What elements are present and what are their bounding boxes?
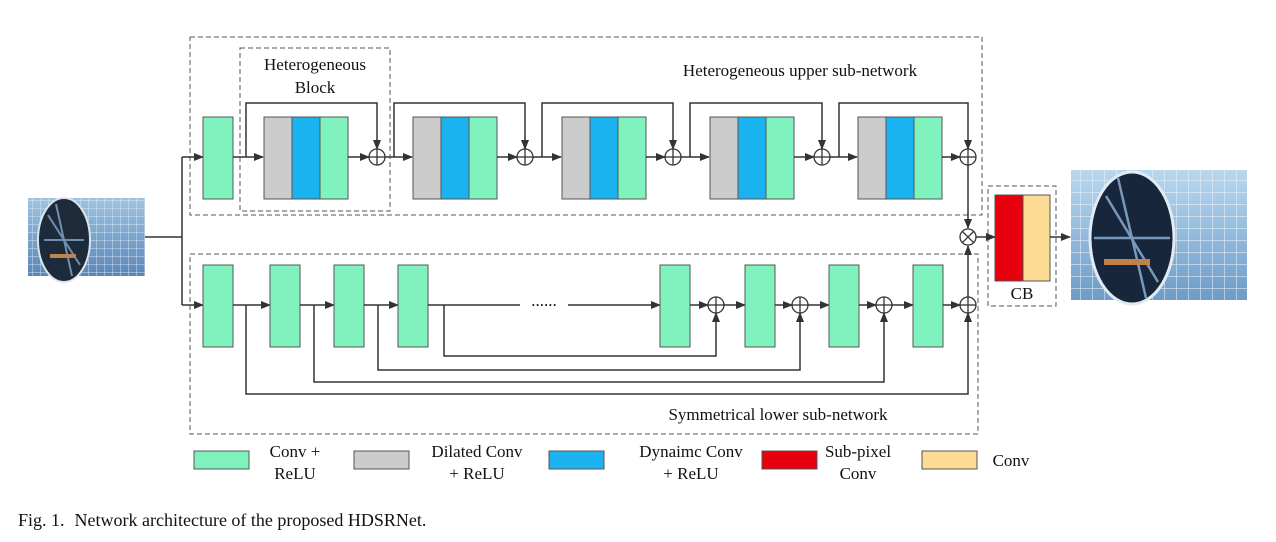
- conv-relu-block: [333, 264, 365, 348]
- upper-subnetwork-title: Heterogeneous upper sub-network: [683, 61, 918, 80]
- dynamic-conv-block: [440, 116, 470, 200]
- legend-item: Dilated Conv + ReLU: [353, 442, 523, 483]
- op-mark: [961, 230, 975, 244]
- legend-label: ReLU: [274, 464, 316, 483]
- heterogeneous-block: [412, 116, 498, 200]
- skip-connection: [313, 305, 888, 383]
- skip-connection: [393, 102, 529, 157]
- cb-label: CB: [1011, 284, 1034, 303]
- figure-number: Fig. 1.: [18, 510, 65, 530]
- lower-subnetwork: [202, 264, 977, 395]
- dilated-conv-block: [857, 116, 887, 200]
- heterogeneous-block-label: Block: [295, 78, 336, 97]
- lower-subnetwork-title: Symmetrical lower sub-network: [668, 405, 888, 424]
- dilated-conv-block: [709, 116, 739, 200]
- legend-label: Sub-pixel: [825, 442, 891, 461]
- dynamic-conv-block: [885, 116, 915, 200]
- circle-plus-icon: [959, 296, 977, 314]
- input-image: [28, 197, 145, 283]
- heterogeneous-block: [561, 116, 647, 200]
- legend-label: Conv: [840, 464, 877, 483]
- upper-subnetwork: [202, 102, 977, 200]
- caption-text: Network architecture of the proposed HDS…: [74, 510, 427, 530]
- circle-plus-icon: [707, 296, 725, 314]
- legend-label: + ReLU: [449, 464, 504, 483]
- circle-plus-icon: [516, 148, 534, 166]
- skip-connection: [838, 102, 972, 157]
- dynamic-conv-block: [589, 116, 619, 200]
- cb-frame: [987, 185, 1057, 307]
- dynamic-conv-block: [737, 116, 767, 200]
- conv-relu-block: [828, 264, 860, 348]
- figure-caption: Fig. 1. Network architecture of the propo…: [18, 510, 436, 531]
- conv-relu-block: [913, 116, 943, 200]
- upper-subnetwork-frame: [189, 36, 983, 216]
- conv-relu-block: [617, 116, 647, 200]
- legend-item: Conv + ReLU: [193, 442, 321, 483]
- heterogeneous-block: [857, 116, 943, 200]
- subpixel-conv-block: [994, 194, 1024, 282]
- legend-label: Dilated Conv: [431, 442, 523, 461]
- legend-label: Dynaimc Conv: [639, 442, 743, 461]
- lower-subnetwork-frame: [189, 253, 979, 435]
- circle-plus-icon: [664, 148, 682, 166]
- skip-connection: [443, 305, 720, 357]
- ellipsis: ......: [531, 291, 557, 310]
- dynamic-conv-block: [291, 116, 321, 200]
- circle-plus-icon: [875, 296, 893, 314]
- skip-connection: [377, 305, 804, 371]
- conv-block: [1022, 194, 1051, 282]
- architecture-diagram: Heterogeneous Block Heterogeneous upper …: [28, 36, 1247, 483]
- circle-plus-icon: [959, 148, 977, 166]
- conv-relu-block: [319, 116, 349, 200]
- skip-connection: [245, 102, 381, 157]
- input-trunk: [145, 153, 204, 309]
- legend-label: Conv: [993, 451, 1030, 470]
- legend-label: + ReLU: [663, 464, 718, 483]
- heterogeneous-block: [709, 116, 795, 200]
- conv-relu-block: [202, 116, 234, 200]
- skip-connection: [245, 305, 972, 395]
- legend-swatch: [353, 450, 410, 470]
- skip-connection: [689, 102, 826, 157]
- conv-relu-block: [744, 264, 776, 348]
- legend-swatch: [761, 450, 818, 470]
- conv-relu-block: [912, 264, 944, 348]
- output-image: [1071, 170, 1247, 306]
- dilated-conv-block: [412, 116, 442, 200]
- conv-relu-block: [397, 264, 429, 348]
- conv-relu-block: [269, 264, 301, 348]
- legend-item: Conv: [921, 450, 1030, 470]
- conv-relu-block: [468, 116, 498, 200]
- circle-plus-icon: [813, 148, 831, 166]
- legend-label: Conv +: [270, 442, 321, 461]
- skip-connection: [541, 102, 677, 157]
- heterogeneous-block-label: Heterogeneous: [264, 55, 366, 74]
- conv-relu-block: [202, 264, 234, 348]
- merge-section: [959, 165, 1071, 297]
- conv-relu-block: [659, 264, 691, 348]
- circle-plus-icon: [791, 296, 809, 314]
- dilated-conv-block: [263, 116, 293, 200]
- conv-relu-block: [765, 116, 795, 200]
- heterogeneous-block: [263, 116, 349, 200]
- heterogeneous-block-frame: [239, 47, 391, 212]
- circle-times-icon: [959, 228, 977, 246]
- dilated-conv-block: [561, 116, 591, 200]
- legend-swatch: [193, 450, 250, 470]
- legend-swatch: [548, 450, 605, 470]
- legend-item: Dynaimc Conv + ReLU: [548, 442, 743, 483]
- circle-plus-icon: [368, 148, 386, 166]
- legend-swatch: [921, 450, 978, 470]
